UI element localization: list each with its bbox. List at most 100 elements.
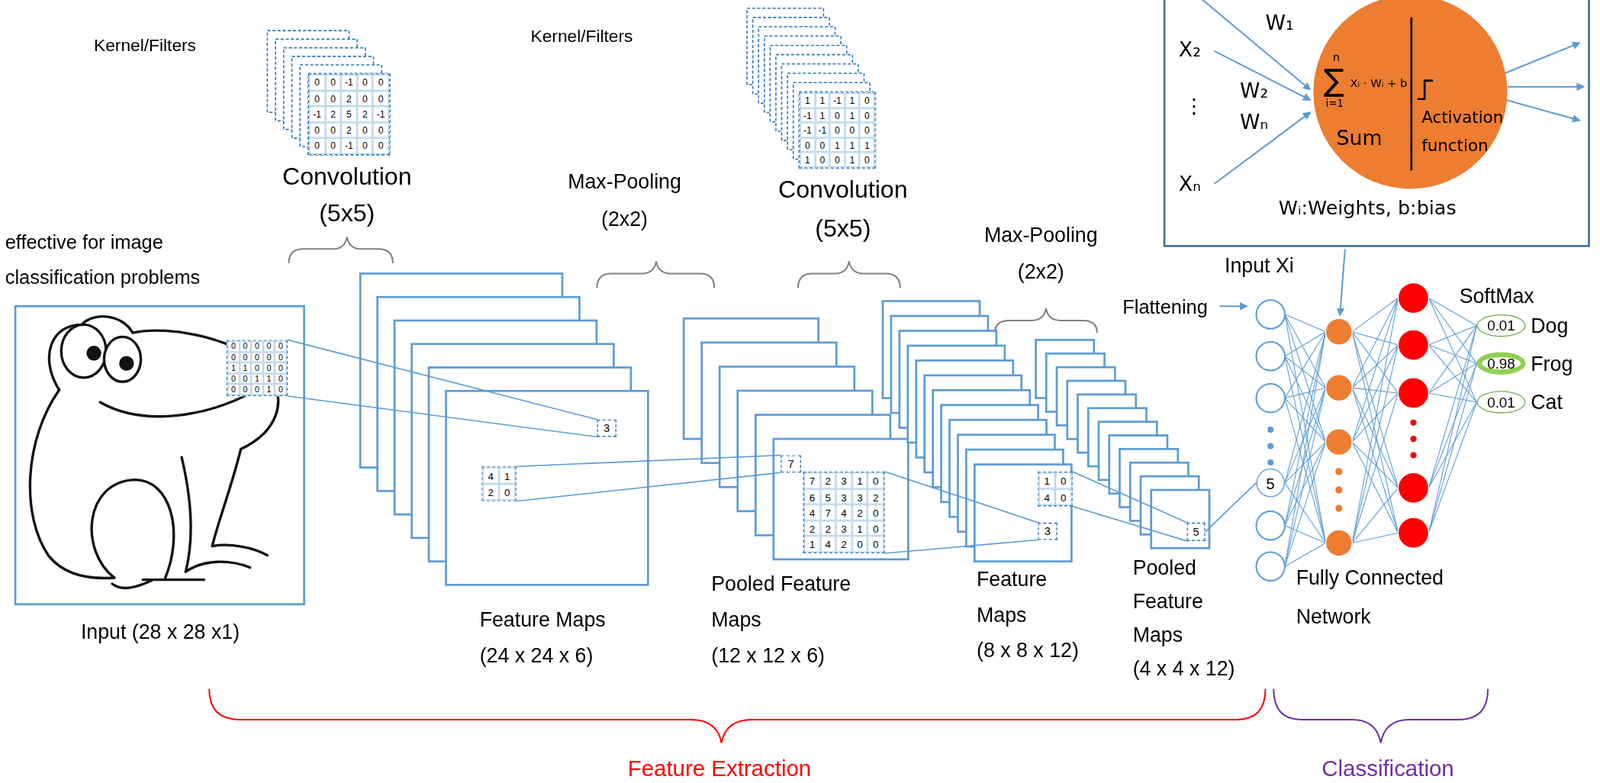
connection-line [1352, 331, 1398, 533]
grid-cell: 0 [274, 341, 287, 352]
grid-cell: 0 [309, 74, 326, 91]
connection-line [1429, 392, 1478, 403]
connection-line [1429, 325, 1478, 489]
grid-cell: 2 [836, 536, 853, 553]
connection-line [1429, 363, 1478, 533]
grid-cell: 1 [239, 362, 252, 374]
diagram-label: Max-Pooling (2x2) [553, 163, 696, 237]
arrow [1506, 99, 1580, 121]
arrow [1339, 248, 1346, 316]
bracket [289, 236, 393, 264]
divider [1410, 17, 1413, 171]
diagram-label: Cat [1530, 389, 1563, 415]
section-brace [1273, 688, 1488, 744]
grid-cell: 3 [836, 472, 853, 489]
grid-cell: 0 [830, 152, 846, 168]
grid-cell: 1 [498, 467, 516, 484]
connection-line [1429, 402, 1478, 488]
diagram-label: (4 x 4 x 12) [1133, 652, 1236, 686]
diagram-label: Kernel/Filters [93, 35, 197, 57]
grid-cell: 5 [341, 106, 358, 123]
grid-cell: 0 [844, 122, 860, 139]
grid-cell: 2 [341, 90, 358, 107]
grid-cell: 4 [804, 504, 821, 521]
grid-cell: 0 [309, 138, 326, 155]
connection-line [1429, 363, 1478, 488]
output-neuron [1397, 472, 1429, 503]
grid-cell: -1 [373, 106, 390, 123]
feature-map-frame [773, 438, 909, 560]
arrow [1506, 86, 1584, 88]
connector [287, 339, 597, 437]
grid-cell: 0 [325, 74, 342, 91]
diagram-label: Kernel/Filters [531, 26, 634, 48]
bracket [798, 260, 901, 288]
pooled-cell: 5 [1187, 522, 1206, 541]
grid-cell: 0 [227, 351, 240, 363]
diagram-label: Pooled Feature Maps [1133, 550, 1225, 652]
neuron: n∑i=1Xᵢ · Wᵢ + bSumActivation function [1313, 0, 1507, 189]
grid-cell: 1 [800, 152, 816, 168]
grid-cell: 0 [251, 341, 264, 352]
input-neuron: 5 [1255, 468, 1285, 497]
pooled-cell: 3 [1037, 522, 1057, 541]
frog-illustration [29, 389, 114, 579]
frog-illustration [87, 347, 100, 360]
grid-cell: 0 [227, 373, 240, 384]
grid-cell: 0 [859, 107, 876, 123]
input-image-frame [15, 305, 305, 605]
grid-cell: 0 [814, 152, 831, 168]
node-text: 3 [1044, 525, 1051, 538]
grid-cell: 1 [814, 107, 831, 123]
grid-cell: 2 [341, 122, 358, 139]
grid-cell: 0 [227, 383, 240, 395]
connection-line [1352, 387, 1398, 488]
grid-cell: 7 [820, 504, 837, 521]
grid-cell: -1 [309, 106, 326, 123]
bracket [994, 308, 1098, 333]
output-neuron [1397, 282, 1429, 313]
connection-line [1284, 314, 1327, 442]
grid-cell: 0 [373, 138, 390, 155]
input-neuron [1255, 299, 1285, 329]
diagram-label: Pooled Feature Maps [711, 566, 875, 638]
connection-line [1352, 441, 1398, 488]
grid-cell: 2 [804, 520, 821, 537]
grid-cell: 0 [274, 362, 287, 374]
grid-cell: 1 [1039, 472, 1056, 489]
grid-cell: -1 [830, 93, 846, 109]
feature-map-stack [267, 8, 1210, 586]
grid-cell: 0 [274, 383, 287, 395]
ellipsis-dot [1410, 452, 1417, 459]
frog-illustration [61, 324, 107, 378]
activation-step-symbol [1417, 80, 1433, 100]
connection-line [1284, 314, 1327, 332]
ellipsis-dot [1335, 504, 1343, 512]
diagram-label: SoftMax [1459, 283, 1535, 309]
input-neuron [1255, 511, 1285, 540]
softmax-output: 0.01 [1476, 390, 1526, 413]
neuron-text: ⋮ [1184, 93, 1205, 119]
pooled-cell: 3 [596, 419, 616, 438]
fully-connected-network [1255, 282, 1477, 581]
diagram-label: (12 x 12 x 6) [711, 637, 825, 674]
connection-line [1352, 344, 1398, 543]
connector [1072, 471, 1188, 541]
grid-cell: 0 [325, 90, 342, 107]
input-neuron [1255, 552, 1285, 581]
grid-cell: 2 [820, 520, 837, 537]
grid-cell: 0 [357, 138, 374, 155]
section-brace [209, 688, 1488, 744]
grid-cell: 1 [844, 93, 860, 109]
connection-line [1284, 331, 1327, 567]
input-neuron [1255, 383, 1285, 413]
number-grid: 00-10000200-1252-10020000-100 [308, 73, 390, 155]
softmax-output: 0.01 [1476, 314, 1526, 337]
grid-cell: 0 [239, 383, 252, 395]
node-text: 5 [1266, 475, 1275, 491]
grid-cell: 0 [814, 137, 831, 153]
node-text: 7 [787, 458, 794, 471]
connection-line [1352, 344, 1398, 442]
grid-cell: 1 [263, 383, 276, 395]
grid-cell: 1 [844, 152, 860, 168]
